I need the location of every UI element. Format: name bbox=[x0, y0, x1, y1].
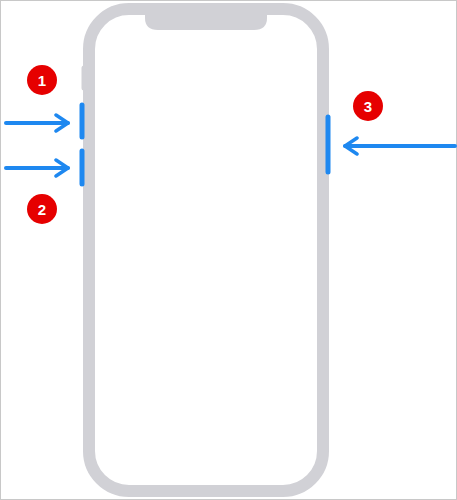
callout-number: 1 bbox=[38, 73, 46, 88]
callout-circle: 3 bbox=[353, 91, 383, 121]
mute-switch bbox=[82, 68, 87, 88]
notch bbox=[145, 14, 267, 30]
side-button bbox=[326, 117, 331, 172]
callout-number: 3 bbox=[364, 99, 372, 114]
arrow bbox=[6, 166, 68, 170]
volume-down-button bbox=[80, 151, 85, 184]
volume-up-button bbox=[80, 105, 85, 137]
callout-number: 2 bbox=[38, 202, 46, 217]
arrow bbox=[6, 121, 68, 125]
callout-circle: 1 bbox=[27, 65, 57, 95]
phone-body bbox=[89, 9, 323, 491]
callout-circle: 2 bbox=[27, 194, 57, 224]
arrow bbox=[345, 144, 455, 148]
